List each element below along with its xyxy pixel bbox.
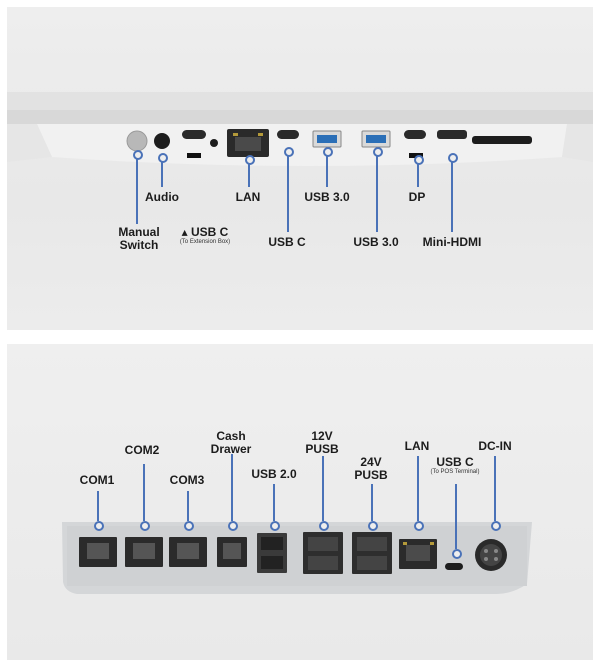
label-lan-bottom: LAN	[404, 439, 430, 453]
label-pusb-12v: 12V PUSB	[305, 429, 339, 456]
label-dc-in: DC-IN	[478, 439, 512, 453]
manual-switch-port	[126, 130, 148, 152]
label-usb-c-ext-sub: (To Extension Box)	[179, 239, 231, 245]
extension-box-illustration	[62, 522, 532, 594]
bottom-panel-photo: COM1 COM2 COM3 Cash Drawer USB 2.0 12V P…	[7, 344, 593, 660]
label-usb-c-pos-sub: (To POS Terminal)	[430, 469, 480, 475]
monitor-underside-illustration	[7, 92, 593, 166]
label-usb-c-ext: ▴ USB C (To Extension Box)	[170, 226, 240, 246]
label-usb30-a: USB 3.0	[304, 190, 350, 204]
label-dp: DP	[408, 190, 426, 204]
audio-jack	[154, 133, 170, 149]
label-mini-hdmi: Mini-HDMI	[422, 235, 482, 249]
label-lan-top: LAN	[235, 190, 261, 204]
label-pusb-24v: 24V PUSB	[354, 455, 388, 482]
label-cash-drawer: Cash Drawer	[210, 429, 252, 456]
label-usb-c-pos: USB C (To POS Terminal)	[421, 456, 489, 476]
usb-c-ext-port	[182, 130, 206, 139]
label-usb20: USB 2.0	[251, 467, 297, 481]
usb-c-port	[277, 130, 299, 139]
top-panel-photo: Manual Switch Audio ▴ USB C (To Extensio…	[7, 7, 593, 330]
label-usb30-b: USB 3.0	[353, 235, 399, 249]
label-usb-c: USB C	[268, 235, 306, 249]
label-com3: COM3	[169, 473, 205, 487]
label-audio: Audio	[145, 190, 179, 204]
label-com1: COM1	[79, 473, 115, 487]
label-usb-c-ext-text: ▴ USB C	[181, 225, 229, 239]
label-manual-switch: Manual Switch	[118, 225, 160, 252]
label-usb-c-pos-text: USB C	[436, 455, 474, 469]
label-com2: COM2	[124, 443, 160, 457]
